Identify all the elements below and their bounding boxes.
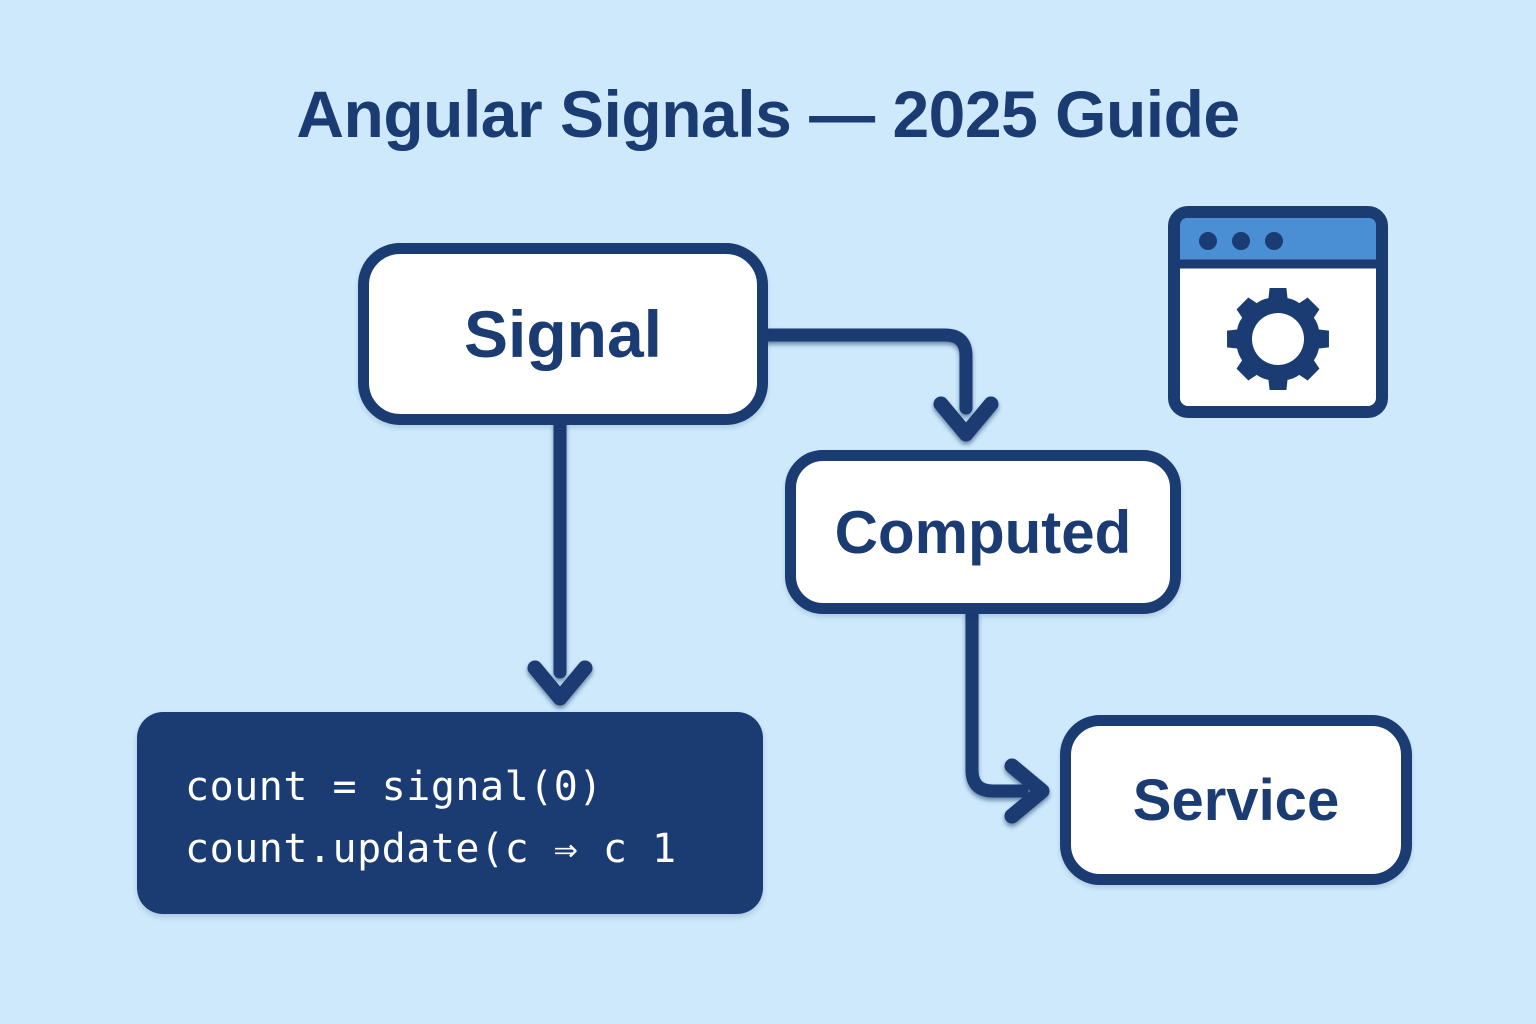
edge-computed-to-service — [965, 607, 1050, 824]
code-snippet-block: count = signal(0) count.update(c ⇒ c 1 — [137, 712, 763, 914]
edge-signal-to-code — [527, 418, 593, 706]
code-line: count.update(c ⇒ c 1 — [185, 826, 677, 872]
node-signal-label: Signal — [463, 297, 663, 371]
browser-dot-icon — [1199, 232, 1217, 250]
node-service-label: Service — [1132, 767, 1340, 833]
edge-signal-to-computed — [761, 328, 999, 442]
browser-dot-icon — [1265, 232, 1283, 250]
node-service[interactable]: Service — [1060, 715, 1412, 885]
node-signal[interactable]: Signal — [358, 243, 768, 425]
code-line: count = signal(0) — [185, 764, 603, 810]
browser-dot-icon — [1232, 232, 1250, 250]
node-computed[interactable]: Computed — [785, 450, 1181, 614]
page-title: Angular Signals — 2025 Guide — [296, 77, 1240, 151]
gear-center-hole — [1252, 313, 1304, 365]
browser-window-gear-icon — [1168, 206, 1388, 418]
node-computed-label: Computed — [834, 498, 1132, 566]
gear-icon — [1227, 288, 1329, 390]
